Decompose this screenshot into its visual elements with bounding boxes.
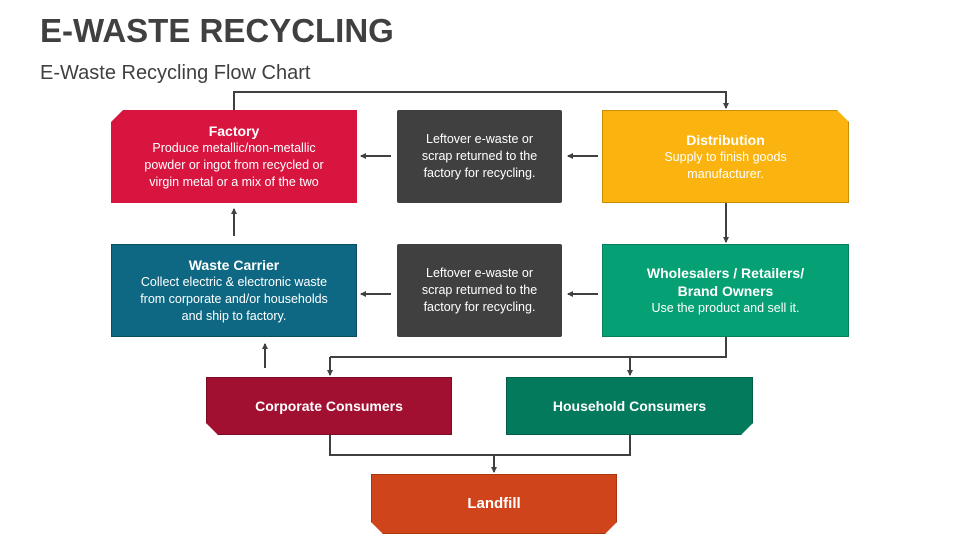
- waste-carrier-text: Collect electric & electronic waste from…: [140, 275, 328, 323]
- household-consumers-title: Household Consumers: [552, 398, 707, 414]
- factory-text: Produce metallic/non-metallic powder or …: [144, 141, 324, 189]
- edge-wholesalers-to-consumers: [330, 337, 727, 358]
- edge-consumers-merge: [329, 435, 631, 456]
- factory-title: Factory: [208, 123, 260, 139]
- leftover-mid-text: Leftover e-waste or scrap returned to th…: [421, 266, 538, 314]
- page-subtitle: E-Waste Recycling Flow Chart: [40, 62, 311, 84]
- distribution-text: Supply to finish goods manufacturer.: [664, 149, 787, 181]
- wholesalers-node: Wholesalers / Retailers/ Brand Owners Us…: [602, 244, 849, 337]
- corporate-consumers-title: Corporate Consumers: [255, 398, 403, 414]
- edge-factory-to-distribution: [233, 91, 729, 110]
- factory-node: Factory Produce metallic/non-metallic po…: [111, 110, 357, 203]
- distribution-title: Distribution: [686, 131, 765, 148]
- leftover-top-text: Leftover e-waste or scrap returned to th…: [421, 132, 538, 180]
- leftover-mid-node: Leftover e-waste or scrap returned to th…: [397, 244, 562, 337]
- landfill-title: Landfill: [467, 495, 521, 512]
- page-title: E-WASTE RECYCLING: [40, 12, 394, 49]
- wholesalers-text: Use the product and sell it.: [651, 301, 800, 315]
- household-consumers-node: Household Consumers: [506, 377, 753, 435]
- leftover-top-node: Leftover e-waste or scrap returned to th…: [397, 110, 562, 203]
- waste-carrier-node: Waste Carrier Collect electric & electro…: [111, 244, 357, 337]
- waste-carrier-title: Waste Carrier: [188, 257, 280, 273]
- wholesalers-title: Wholesalers / Retailers/ Brand Owners: [646, 265, 805, 299]
- landfill-node: Landfill: [371, 474, 617, 534]
- distribution-node: Distribution Supply to finish goods manu…: [602, 110, 849, 203]
- corporate-consumers-node: Corporate Consumers: [206, 377, 452, 435]
